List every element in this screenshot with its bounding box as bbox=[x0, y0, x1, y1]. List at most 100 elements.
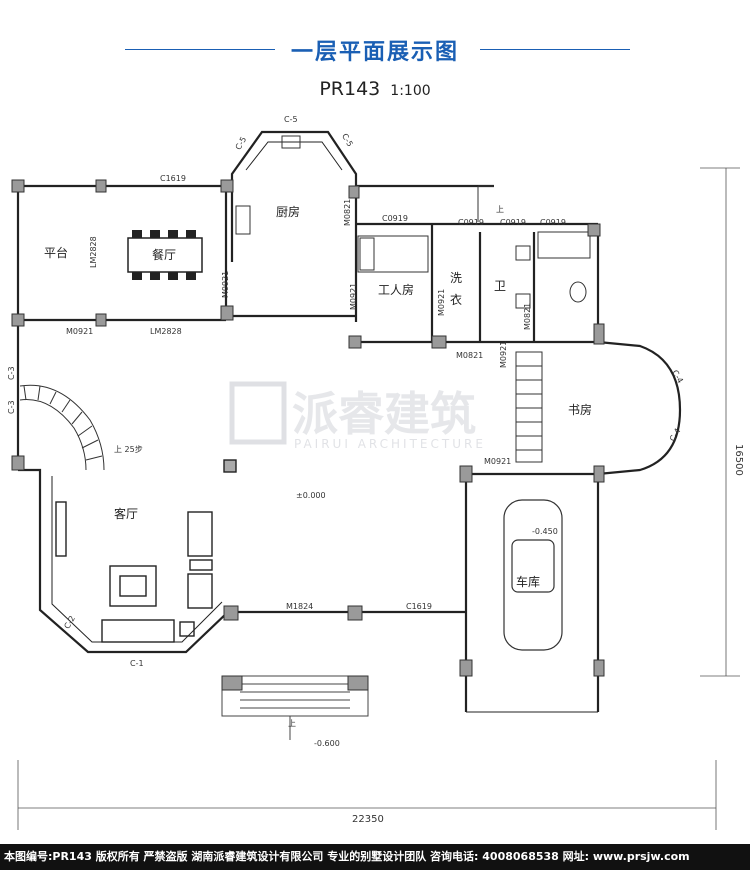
column-icon bbox=[348, 335, 362, 349]
column-icon bbox=[11, 313, 25, 327]
stair-outer bbox=[19, 384, 105, 471]
room-label-worker-room: 工人房 bbox=[378, 282, 414, 297]
door-label-m0821-kitchen: M0821 bbox=[343, 199, 352, 226]
title-bar: 一层平面展示图 bbox=[0, 28, 750, 68]
stair-tread bbox=[49, 391, 57, 405]
floor-plan: 派睿建筑 PAIRUI ARCHITECTURE bbox=[7, 115, 744, 830]
sofa-icon bbox=[101, 619, 175, 643]
door-label-m0821-corridor: M0821 bbox=[456, 351, 483, 360]
column-icon bbox=[347, 605, 363, 621]
window-label-c1619-bottom: C1619 bbox=[406, 602, 432, 611]
window-label-c0919-b: C0919 bbox=[458, 218, 484, 227]
window-label-c1619-top: C1619 bbox=[160, 174, 186, 183]
washbasin-icon bbox=[515, 245, 531, 261]
kitchen-counters bbox=[235, 135, 301, 235]
stair-tread bbox=[71, 411, 83, 425]
fireplace-icon bbox=[109, 565, 157, 607]
elevation-label-garage: -0.450 bbox=[532, 527, 558, 536]
room-label-living: 客厅 bbox=[114, 506, 138, 521]
door-label-lm2828-horizontal: LM2828 bbox=[150, 327, 182, 336]
elevation-label-zero: ±0.000 bbox=[296, 491, 326, 500]
fireplace-inner bbox=[119, 575, 147, 597]
dimension-lines bbox=[17, 167, 740, 830]
chair-icon bbox=[132, 230, 142, 238]
car bbox=[503, 499, 563, 651]
window-label-c5-top: C-5 bbox=[284, 115, 298, 124]
page-title: 一层平面展示图 bbox=[290, 40, 459, 65]
dimension-depth: 16500 bbox=[733, 444, 744, 476]
car-roof-icon bbox=[511, 539, 555, 593]
armchair-icon bbox=[187, 511, 213, 557]
column-icon bbox=[95, 313, 107, 327]
column-icon bbox=[220, 305, 234, 321]
side-table-icon bbox=[189, 559, 213, 571]
bathtub-icon bbox=[537, 231, 591, 259]
plan-scale: 1:100 bbox=[390, 83, 431, 99]
window-label-c4-bottom: C-4 bbox=[668, 427, 683, 443]
room-label-dining: 餐厅 bbox=[152, 247, 176, 262]
chair-icon bbox=[186, 272, 196, 280]
side-table-icon bbox=[179, 621, 195, 637]
column-icon bbox=[11, 179, 25, 193]
title-line-left bbox=[125, 49, 275, 50]
column-icon bbox=[459, 465, 473, 483]
chair-icon bbox=[150, 272, 160, 280]
column-icon bbox=[95, 179, 107, 193]
chair-icon bbox=[168, 230, 178, 238]
stair-tread bbox=[85, 455, 103, 461]
window-label-c4-top: C-4 bbox=[670, 369, 685, 385]
chair-icon bbox=[150, 230, 160, 238]
window-label-c5-right: C-5 bbox=[340, 132, 355, 148]
window-label-c0919-d: C0919 bbox=[540, 218, 566, 227]
columns bbox=[11, 179, 605, 691]
watermark-en: PAIRUI ARCHITECTURE bbox=[294, 437, 486, 451]
title-line-right bbox=[480, 49, 630, 50]
porch-step-outer bbox=[221, 675, 369, 717]
door-label-m0921-garage: M0921 bbox=[484, 457, 511, 466]
sink-icon bbox=[281, 135, 301, 149]
door-label-m0921-platform: M0921 bbox=[66, 327, 93, 336]
elevation-label-outside: -0.600 bbox=[314, 739, 340, 748]
dining-table bbox=[127, 230, 203, 280]
door-label-lm2828-vertical: LM2828 bbox=[89, 236, 98, 268]
wall-kitchen-bay bbox=[230, 130, 358, 262]
dimension-width: 22350 bbox=[352, 814, 384, 825]
room-label-kitchen: 厨房 bbox=[276, 204, 300, 219]
window-label-c3-bottom: C-3 bbox=[7, 400, 16, 414]
column-icon bbox=[348, 185, 360, 199]
window-label-c5-left: C-5 bbox=[234, 135, 249, 151]
room-label-garage: 车库 bbox=[516, 574, 540, 589]
walls bbox=[16, 130, 682, 713]
stair-tread bbox=[23, 385, 27, 401]
door-label-m0921-stair: M0921 bbox=[499, 341, 508, 368]
column-icon bbox=[459, 659, 473, 677]
chair-icon bbox=[132, 272, 142, 280]
room-label-bathroom: 卫 bbox=[494, 279, 506, 293]
door-label-m0821-bath: M0821 bbox=[523, 303, 532, 330]
stair-tread bbox=[77, 425, 93, 437]
window-label-c3-top: C-3 bbox=[7, 366, 16, 380]
column-icon bbox=[593, 659, 605, 677]
up-note-top: 上 bbox=[496, 205, 504, 214]
wall-living-front-inner bbox=[51, 476, 223, 643]
armchair-icon bbox=[187, 573, 213, 609]
chair-icon bbox=[168, 272, 178, 280]
wall-living-front bbox=[18, 468, 466, 654]
bath-fixtures bbox=[515, 231, 591, 309]
door-label-m0921-worker: M0921 bbox=[349, 283, 358, 310]
up-note-bottom: 上 bbox=[288, 719, 296, 728]
column-icon bbox=[221, 675, 243, 691]
door-label-m0921-kitchen: M0921 bbox=[221, 271, 230, 298]
toilet-icon bbox=[569, 281, 587, 303]
column-icon bbox=[587, 223, 601, 237]
spiral-stair bbox=[19, 384, 105, 471]
room-label-laundry-2: 衣 bbox=[450, 292, 462, 307]
car-icon bbox=[503, 499, 563, 651]
dining-table-top bbox=[127, 237, 203, 273]
room-label-laundry-1: 洗 bbox=[450, 271, 462, 285]
watermark-logo-icon bbox=[229, 381, 287, 445]
column-icon bbox=[220, 179, 234, 193]
porch-steps bbox=[221, 675, 369, 740]
stair-tread bbox=[61, 399, 71, 413]
